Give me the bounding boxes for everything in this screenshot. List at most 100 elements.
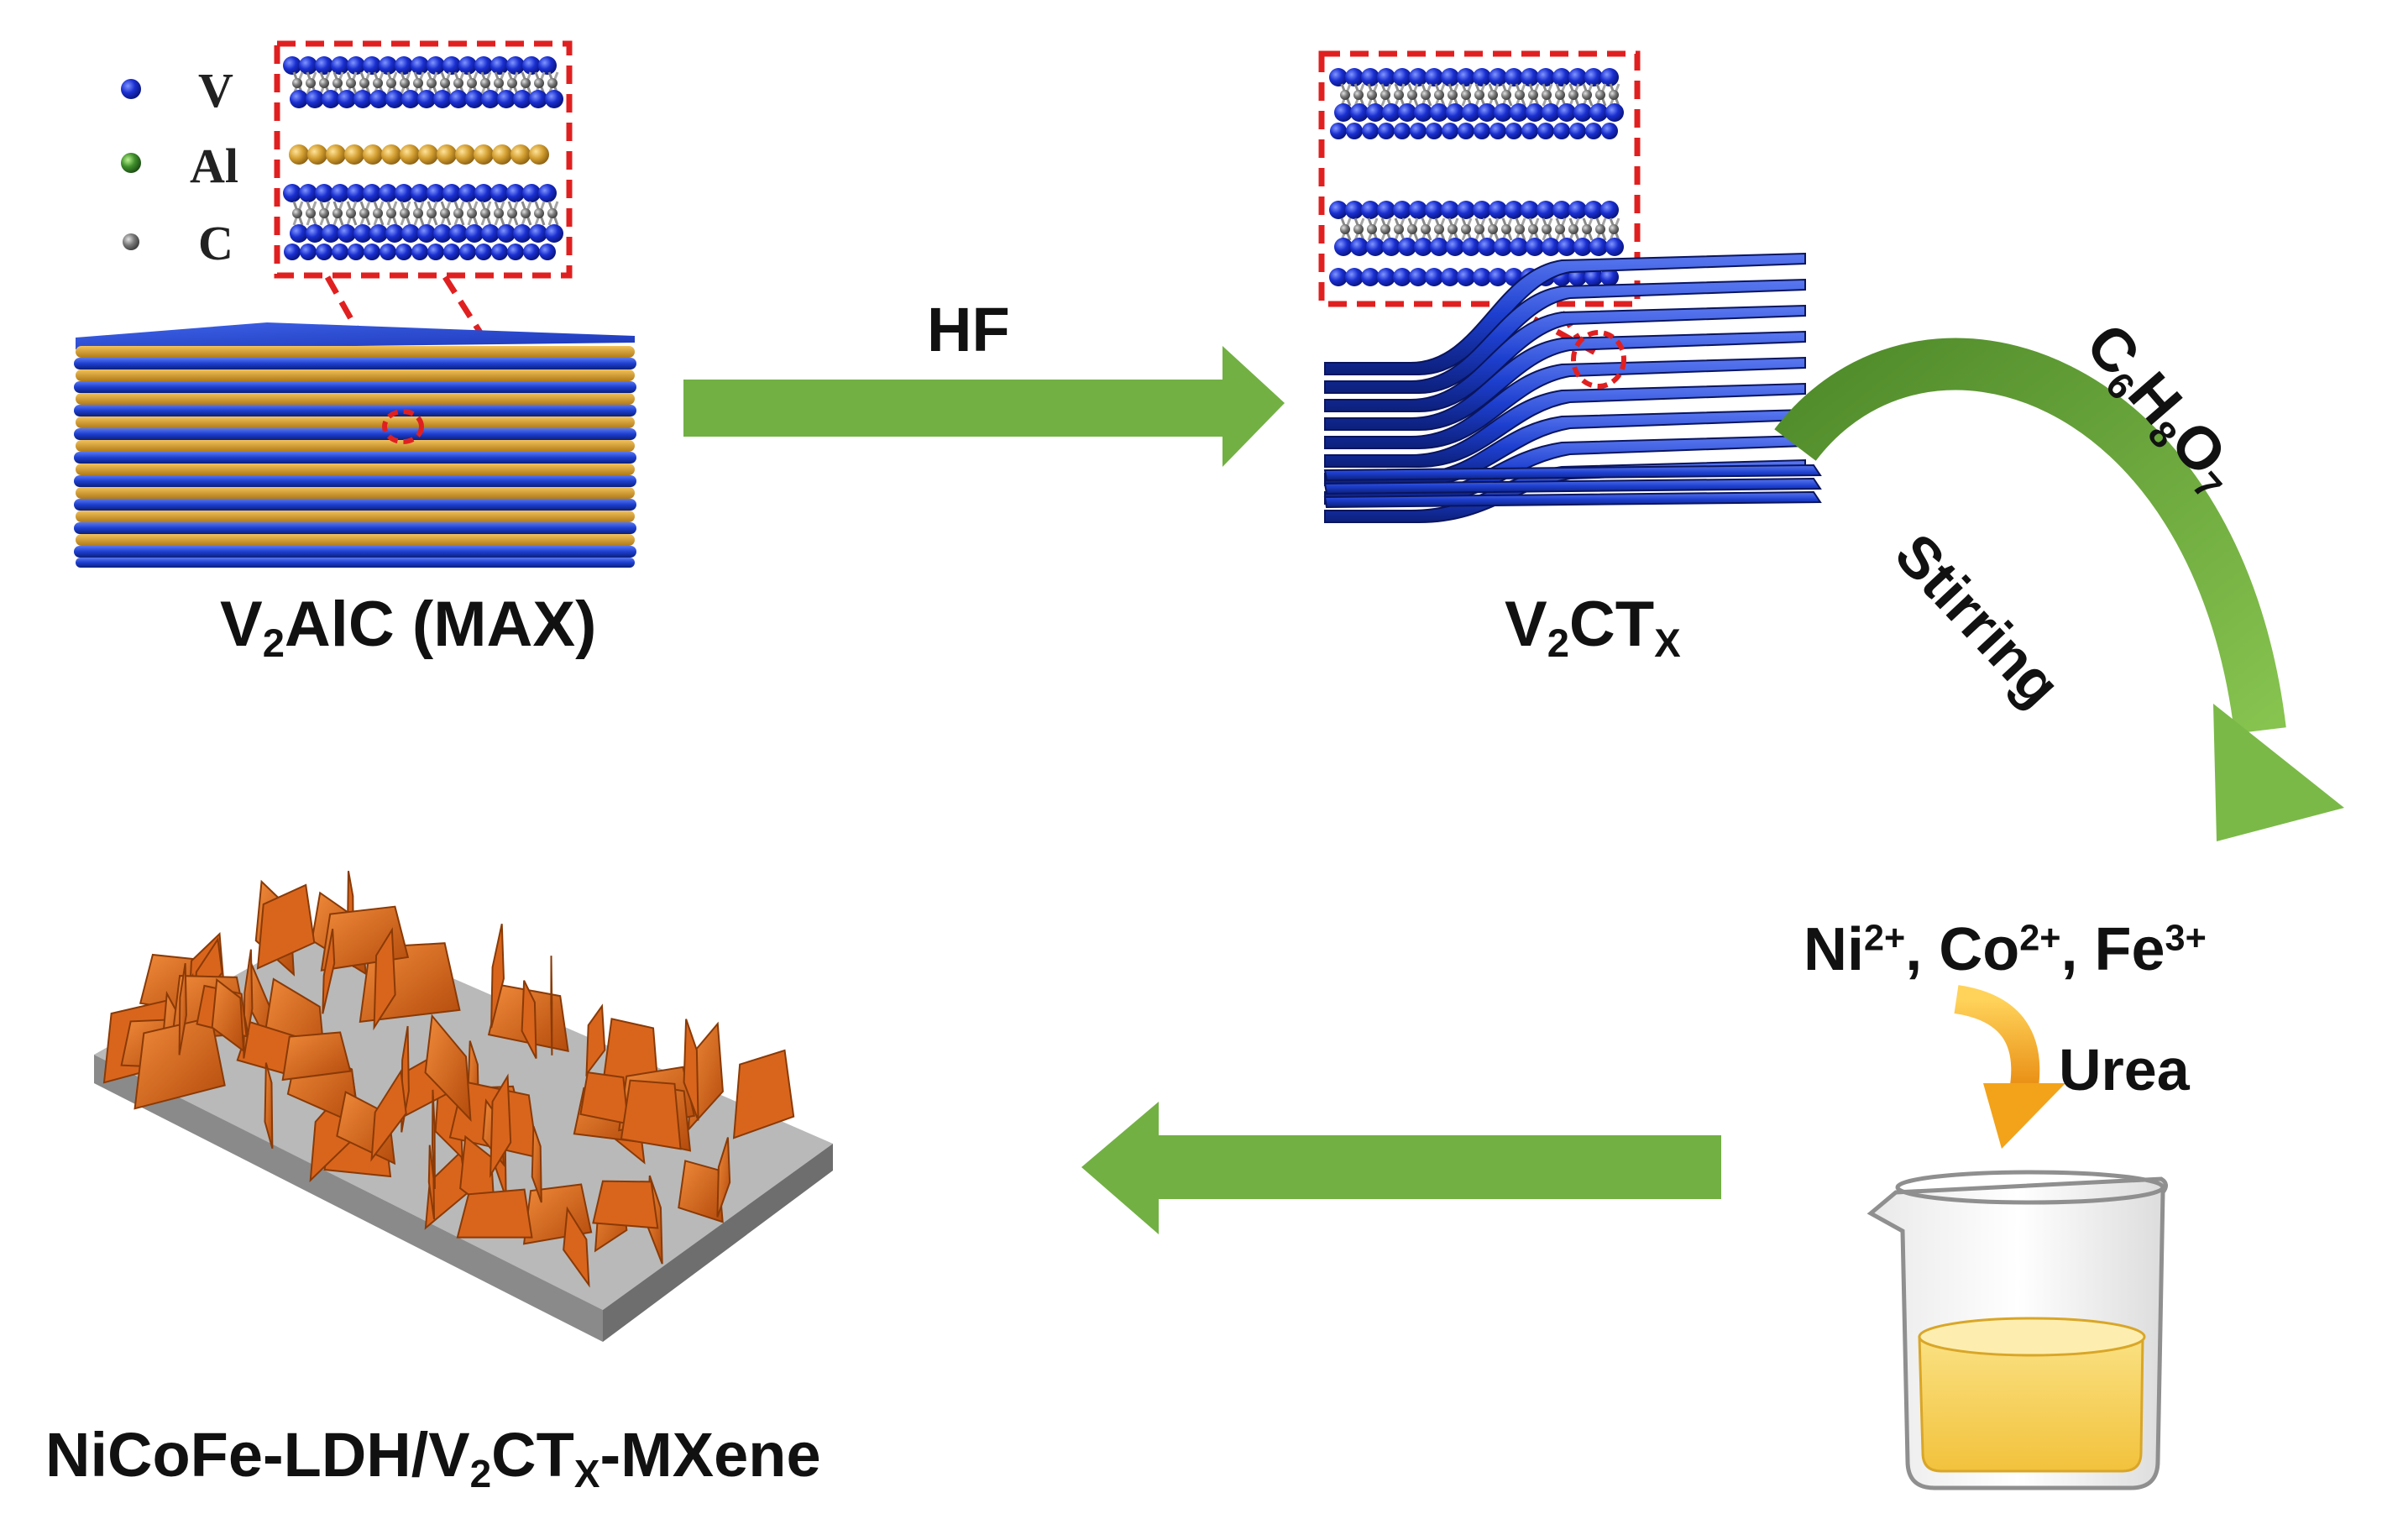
vanadium-atom [316,244,332,260]
vanadium-atom [338,90,356,108]
vanadium-atom [1457,268,1475,286]
carbon-atom [467,78,477,88]
mxene-label: V2CTX [1505,589,1681,666]
carbon-atom [1555,90,1565,100]
vanadium-atom [539,244,556,260]
vanadium-atom [1474,123,1490,139]
vanadium-atom [1526,103,1544,122]
carbon-atom [1609,90,1619,100]
carbon-atom [1542,224,1552,234]
vanadium-atom [1600,201,1619,219]
vanadium-atom [363,184,381,202]
vanadium-atom [401,224,420,243]
ldh-nanosheet [585,1003,606,1077]
vanadium-atom [1393,268,1411,286]
vanadium-atom [1377,268,1395,286]
max-highlight-circle [382,409,424,444]
beaker [1866,1170,2168,1490]
vanadium-atom [290,90,308,108]
carbon-atom [373,208,383,218]
vanadium-atom [1489,268,1507,286]
vanadium-atom [1494,103,1512,122]
carbon-atom [359,78,369,88]
vanadium-atom [1489,123,1506,139]
vanadium-atom [299,56,317,75]
vanadium-atom [1366,103,1385,122]
carbon-atom [1555,224,1565,234]
vanadium-atom [1409,68,1427,86]
vanadium-atom [1441,268,1459,286]
vanadium-atom [1361,201,1380,219]
carbon-atom [332,208,343,218]
vanadium-atom [1458,123,1474,139]
carbon-atom [1421,224,1431,234]
vanadium-atom [379,56,397,75]
vanadium-atom [1377,68,1395,86]
vanadium-atom [1457,201,1475,219]
vanadium-atom [1600,68,1619,86]
carbon-atom [547,208,558,218]
vanadium-atom [1601,123,1618,139]
vanadium-atom [497,224,516,243]
vanadium-atom [290,224,308,243]
carbon-atom [1448,224,1458,234]
carbon-atom [292,78,302,88]
vanadium-atom [1589,103,1608,122]
carbon-atom [1380,224,1390,234]
vanadium-atom [395,56,413,75]
carbon-atom [1434,90,1444,100]
vanadium-atom [1345,268,1364,286]
vanadium-atom [385,224,404,243]
vanadium-atom [401,90,420,108]
vanadium-atom [331,56,349,75]
vanadium-atom [427,56,445,75]
vanadium-atom [513,90,531,108]
ldh-nanosheet [579,1071,630,1125]
vanadium-atom [369,224,388,243]
vanadium-atom [322,90,340,108]
carbon-atom [507,208,517,218]
vanadium-carbide-layer [74,475,636,487]
vanadium-atom [1446,103,1464,122]
vanadium-atom [474,56,493,75]
carbon-atom [1367,224,1377,234]
vanadium-carbide-layer [74,381,636,393]
carbon-atom [1474,224,1484,234]
vanadium-atom [1329,201,1348,219]
vanadium-atom [545,90,563,108]
aluminum-atom [492,144,512,165]
ldh-nanosheet [521,980,537,1060]
vanadium-atom [1366,238,1385,256]
vanadium-atom [1589,238,1608,256]
carbon-atom [467,208,477,218]
vanadium-atom [1489,201,1507,219]
aluminum-layer [76,440,635,452]
vanadium-atom [283,56,301,75]
vanadium-atom [1521,123,1538,139]
ldh-nanosheet [256,883,316,970]
vanadium-atom [1425,268,1443,286]
carbon-atom [453,78,463,88]
vanadium-atom [1600,268,1619,286]
ldh-nanosheet [281,1031,352,1082]
vanadium-atom [1441,68,1459,86]
carbon-atom [521,78,531,88]
final-arrow [1081,1102,1721,1234]
ldh-nanosheet [620,1079,682,1150]
vanadium-atom [300,244,317,260]
ldh-nanosheet [322,929,336,1014]
carbon-atom [1582,90,1592,100]
vanadium-atom [348,244,364,260]
mxene-sheet [1324,304,1806,412]
ldh-nanosheet [424,1014,472,1122]
carbon-atom [1434,224,1444,234]
vanadium-atom [1410,123,1427,139]
vanadium-carbide-layer [74,499,636,511]
vanadium-atom [1329,268,1348,286]
ldh-nanosheet [716,1137,731,1218]
vanadium-atom [1521,68,1539,86]
vanadium-atom [284,244,301,260]
aluminum-layer [76,346,635,358]
carbon-atom [1474,90,1484,100]
vanadium-atom [1505,68,1523,86]
